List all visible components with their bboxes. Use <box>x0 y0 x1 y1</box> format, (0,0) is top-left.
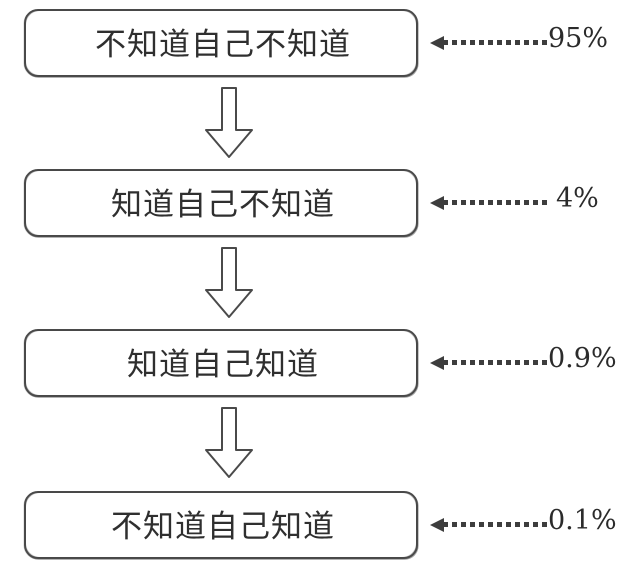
dotted-left-arrow-icon <box>430 33 550 53</box>
arrowhead-icon <box>430 518 444 532</box>
flow-row: 不知道自己知道 0.1% <box>0 491 640 561</box>
percent-label: 0.9% <box>548 343 617 374</box>
arrowhead-icon <box>430 356 444 370</box>
percent-label: 4% <box>556 183 599 214</box>
dotted-line <box>443 40 548 45</box>
dotted-line <box>443 200 548 205</box>
flow-node-box[interactable]: 知道自己知道 <box>24 329 418 397</box>
dotted-left-arrow-icon <box>430 353 550 373</box>
arrowhead-icon <box>430 36 444 50</box>
arrowhead-icon <box>430 196 444 210</box>
flow-node-box[interactable]: 知道自己不知道 <box>24 169 418 237</box>
flow-row: 知道自己知道 0.9% <box>0 329 640 399</box>
flow-row: 不知道自己不知道 95% <box>0 9 640 79</box>
percent-label: 95% <box>548 23 609 54</box>
down-block-arrow-icon <box>203 246 255 320</box>
dotted-line <box>443 360 548 365</box>
flow-node-box[interactable]: 不知道自己知道 <box>24 491 418 559</box>
flow-node-label: 不知道自己知道 <box>111 508 335 545</box>
down-block-arrow-icon <box>203 86 255 160</box>
percent-label: 0.1% <box>548 505 617 536</box>
flow-node-label: 知道自己知道 <box>127 346 319 383</box>
down-block-arrow-icon <box>203 406 255 480</box>
flow-row: 知道自己不知道 4% <box>0 169 640 239</box>
flow-node-box[interactable]: 不知道自己不知道 <box>24 9 418 77</box>
dotted-line <box>443 522 548 527</box>
flow-node-label: 不知道自己不知道 <box>95 26 351 63</box>
flow-node-label: 知道自己不知道 <box>111 186 335 223</box>
dotted-left-arrow-icon <box>430 515 550 535</box>
dotted-left-arrow-icon <box>430 193 550 213</box>
